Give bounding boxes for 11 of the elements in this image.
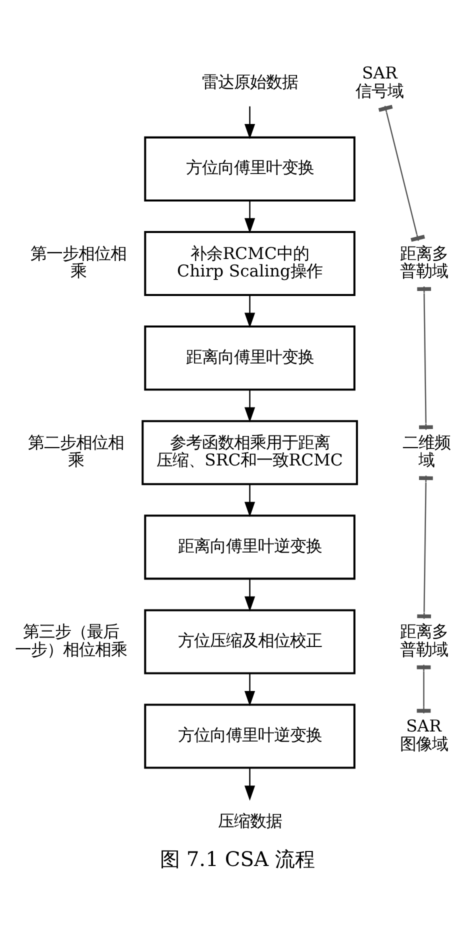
caption: 图 7.1 CSA 流程 [159, 846, 315, 870]
node-label: 第二步相位相乘 [27, 432, 124, 470]
label: 距离多普勒域 [399, 622, 448, 658]
node-label: 第三步（最后一步）相位相乘 [14, 622, 126, 658]
label: 距离多普勒域 [399, 243, 448, 280]
label: 二维频域 [402, 432, 450, 470]
label: SAR图像域 [399, 716, 448, 753]
node-text: 压缩数据 [217, 810, 282, 830]
node-text: 雷达原始数据 [201, 72, 298, 92]
label: SAR信号域 [355, 63, 404, 100]
node-label: 第一步相位相乘 [30, 243, 126, 280]
